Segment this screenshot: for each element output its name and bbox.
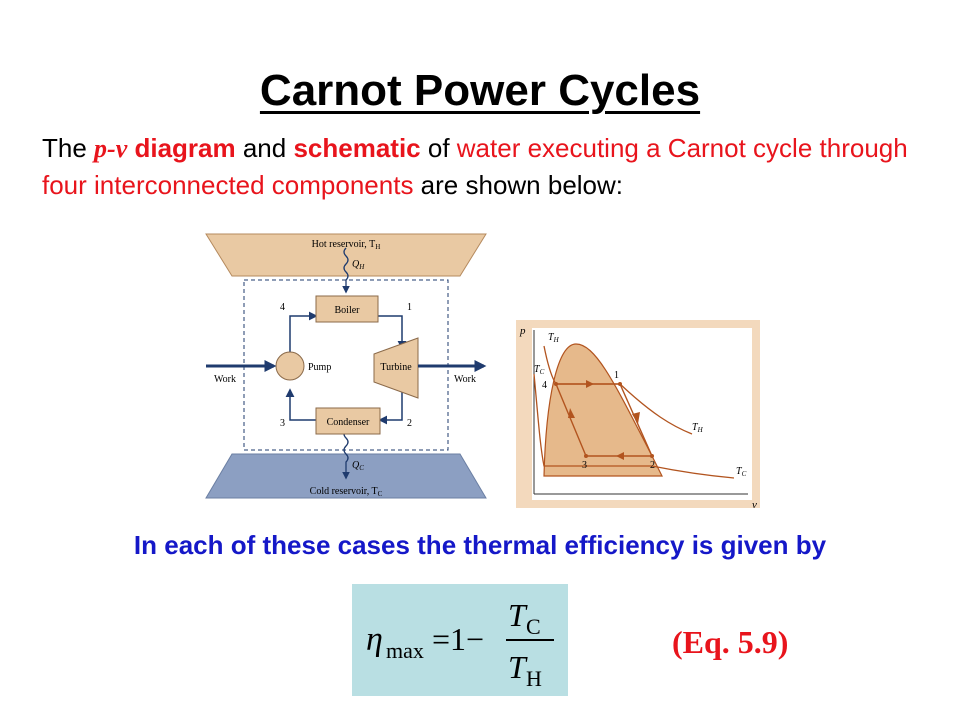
eq-eta: η [366,621,383,658]
eq-eta-sub: max [386,638,424,663]
equation-box: η max =1− T C T H [352,584,568,696]
eq-numerator-sub: C [526,614,541,639]
v-axis-label: v [752,499,757,511]
eq-equals-one-minus: =1− [432,621,484,657]
eq-denominator: T [508,649,528,685]
state-4-label: 4 [280,302,285,313]
hot-reservoir-label: Hot reservoir, TH [312,239,381,251]
flow-3-pump [285,388,316,421]
turbine-shape [373,337,419,399]
hot-reservoir [205,233,487,277]
equation-number: (Eq. 5.9) [672,624,789,660]
process-3-4 [555,383,587,457]
pv-state-1: 1 [614,370,619,381]
intro-schematic-word: schematic [293,133,421,163]
flow-boiler-1 [378,315,407,350]
qh-label: QH [352,259,365,271]
pv-state-4: 4 [542,380,547,391]
flow-turbine-2 [378,390,403,425]
state-point-1 [618,382,622,386]
th-top-label: TH [548,332,560,344]
intro-text-start: The [42,133,95,163]
efficiency-statement: In each of these cases the thermal effic… [133,530,827,560]
tc-right-label: TC [736,466,747,478]
condenser-box [315,407,381,435]
qh-arrow [342,247,350,294]
intro-dash: - [107,134,116,163]
arrow-4-1 [586,380,594,388]
work-in-label: Work [214,374,236,385]
intro-of: of [420,133,457,163]
pump-circle [275,351,305,381]
state-point-4 [554,382,558,386]
arrow-2-3 [616,452,624,460]
arrow-3-4 [568,408,575,418]
tc-top-label: TC [534,364,545,376]
intro-and: and [235,133,294,163]
pv-state-3: 3 [582,460,587,471]
pv-diagram: p v 1 2 3 4 TH TC TH TC [516,320,760,511]
state-2-label: 2 [407,418,412,429]
boiler-box [315,295,379,323]
pump-label: Pump [308,362,331,373]
qc-arrow [342,429,350,480]
intro-paragraph: The p-v diagram and schematic of water e… [42,130,922,204]
tc-isotherm [533,373,735,479]
saturation-dome [543,343,663,477]
turbine-label: Turbine [380,362,412,373]
carnot-schematic: Hot reservoir, TH Cold reservoir, TC QH … [205,233,487,499]
state-point-3 [584,454,588,458]
p-axis-label: p [519,325,526,337]
state-point-2 [650,454,654,458]
qc-label: QC [352,460,364,472]
eq-numerator: T [508,597,528,633]
condenser-label: Condenser [327,417,370,428]
arrow-1-2 [632,412,640,424]
eq-denominator-sub: H [526,666,542,691]
intro-p-symbol: p [94,134,108,163]
intro-tail: are shown below: [413,170,624,200]
pv-state-2: 2 [650,460,655,471]
state-3-label: 3 [280,418,285,429]
intro-diagram-word: diagram [127,133,236,163]
cold-reservoir-label: Cold reservoir, TC [310,486,383,498]
intro-red-text: water executing a Carnot cycle through f… [42,133,908,200]
intro-v-symbol: v [115,134,128,163]
page-title: Carnot Power Cycles [259,66,701,115]
state-1-label: 1 [407,302,412,313]
th-right-label: TH [692,422,704,434]
boiler-label: Boiler [335,305,361,316]
work-out-label: Work [454,374,476,385]
efficiency-equation: η max =1− T C T H [366,597,554,691]
